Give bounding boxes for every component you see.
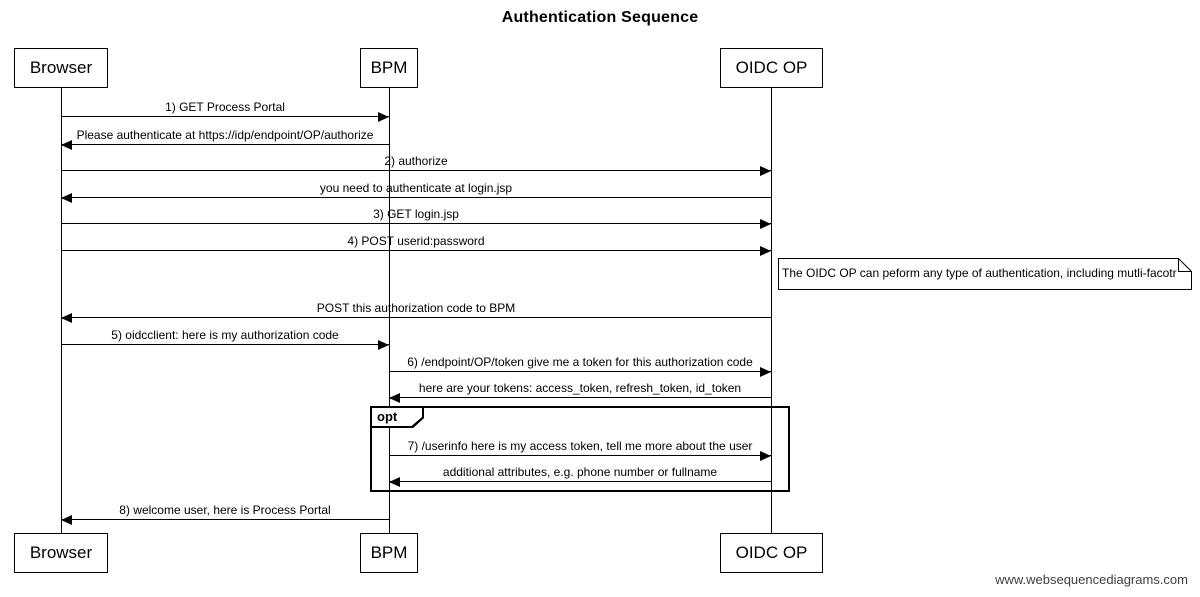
message-line — [61, 519, 389, 520]
message-label: Please authenticate at https://idp/endpo… — [76, 128, 374, 142]
arrowhead-right-icon — [378, 340, 389, 350]
watermark-link: www.websequencediagrams.com — [995, 572, 1188, 587]
note-text: The OIDC OP can peform any type of authe… — [782, 266, 1177, 280]
message-line — [61, 116, 389, 117]
opt-fragment-tab: opt — [370, 406, 424, 428]
arrowhead-left-icon — [389, 477, 400, 487]
arrowhead-right-icon — [760, 451, 771, 461]
message-line — [389, 481, 771, 482]
message-label: 7) /userinfo here is my access token, te… — [407, 439, 753, 453]
arrowhead-right-icon — [378, 112, 389, 122]
message-line — [61, 250, 771, 251]
note: The OIDC OP can peform any type of authe… — [778, 258, 1192, 290]
message-label: 4) POST userid:password — [347, 234, 485, 248]
arrowhead-left-icon — [61, 515, 72, 525]
diagram-title: Authentication Sequence — [501, 9, 699, 26]
message-label: 1) GET Process Portal — [165, 100, 285, 114]
arrowhead-right-icon — [760, 246, 771, 256]
actor-bottom-browser: Browser — [14, 533, 108, 573]
actor-top-oidc-op: OIDC OP — [720, 48, 823, 88]
arrowhead-left-icon — [61, 193, 72, 203]
message-line — [389, 455, 771, 456]
message-line — [61, 223, 771, 224]
message-label: 8) welcome user, here is Process Portal — [119, 503, 331, 517]
opt-fragment-tab-inner: opt — [372, 408, 422, 426]
actor-top-bpm: BPM — [360, 48, 418, 88]
message-label: 3) GET login.jsp — [373, 207, 459, 221]
message-label: 6) /endpoint/OP/token give me a token fo… — [407, 355, 753, 369]
lifeline-oidc-op — [771, 88, 772, 533]
actor-bottom-bpm: BPM — [360, 533, 418, 573]
arrowhead-left-icon — [389, 393, 400, 403]
message-line — [61, 144, 389, 145]
message-label: 2) authorize — [384, 154, 448, 168]
message-line — [61, 170, 771, 171]
message-label: here are your tokens: access_token, refr… — [418, 381, 742, 395]
note-shape — [778, 258, 1192, 290]
actor-top-browser: Browser — [14, 48, 108, 88]
message-label: POST this authorization code to BPM — [316, 301, 516, 315]
message-line — [61, 344, 389, 345]
arrowhead-right-icon — [760, 219, 771, 229]
lifeline-browser — [61, 88, 62, 533]
message-label: you need to authenticate at login.jsp — [319, 181, 513, 195]
message-line — [389, 371, 771, 372]
lifeline-bpm — [389, 88, 390, 533]
message-label: additional attributes, e.g. phone number… — [442, 465, 718, 479]
arrowhead-right-icon — [760, 367, 771, 377]
arrowhead-right-icon — [760, 166, 771, 176]
message-line — [61, 197, 771, 198]
opt-fragment-label: opt — [377, 409, 398, 424]
message-line — [389, 397, 771, 398]
message-line — [61, 317, 771, 318]
arrowhead-left-icon — [61, 313, 72, 323]
message-label: 5) oidcclient: here is my authorization … — [111, 328, 339, 342]
actor-bottom-oidc-op: OIDC OP — [720, 533, 823, 573]
opt-fragment: opt — [370, 406, 790, 492]
arrowhead-left-icon — [61, 140, 72, 150]
